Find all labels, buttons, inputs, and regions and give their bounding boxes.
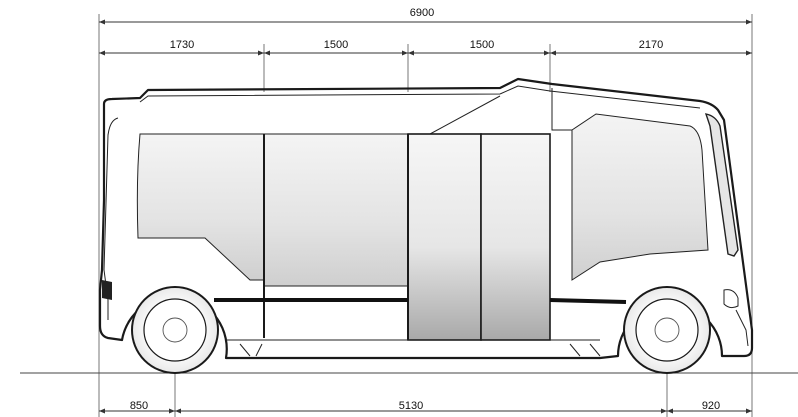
top-segment-dimensions: 1730 1500 1500 2170 — [99, 39, 752, 56]
segment-label-4: 2170 — [639, 39, 663, 51]
belt-stripe — [214, 298, 627, 304]
rear-side-window — [136, 133, 265, 281]
rear-overhang-label: 850 — [130, 400, 148, 412]
door-left-leaf — [407, 133, 482, 341]
overall-length-dimension: 6900 — [99, 7, 752, 25]
skirt-line — [226, 339, 601, 357]
front-lamp — [723, 289, 749, 347]
door-right-leaf — [480, 133, 551, 341]
segment-label-2: 1500 — [324, 39, 348, 51]
front-window — [571, 113, 709, 281]
bottom-segment-dimensions: 850 5130 920 — [99, 400, 752, 414]
front-overhang-label: 920 — [702, 400, 720, 412]
front-wheel — [623, 286, 711, 374]
segment-label-3: 1500 — [470, 39, 494, 51]
segment-label-1: 1730 — [170, 39, 194, 51]
vehicle-body — [98, 77, 754, 360]
wheelbase-label: 5130 — [399, 400, 423, 412]
roof-line — [139, 85, 701, 109]
rear-end-panel — [103, 117, 119, 320]
shoulder-line — [429, 88, 572, 135]
rear-wheel — [131, 286, 219, 374]
windshield — [704, 113, 739, 257]
center-window — [263, 133, 409, 287]
rear-lamp — [102, 280, 112, 300]
overall-length-label: 6900 — [410, 7, 434, 19]
